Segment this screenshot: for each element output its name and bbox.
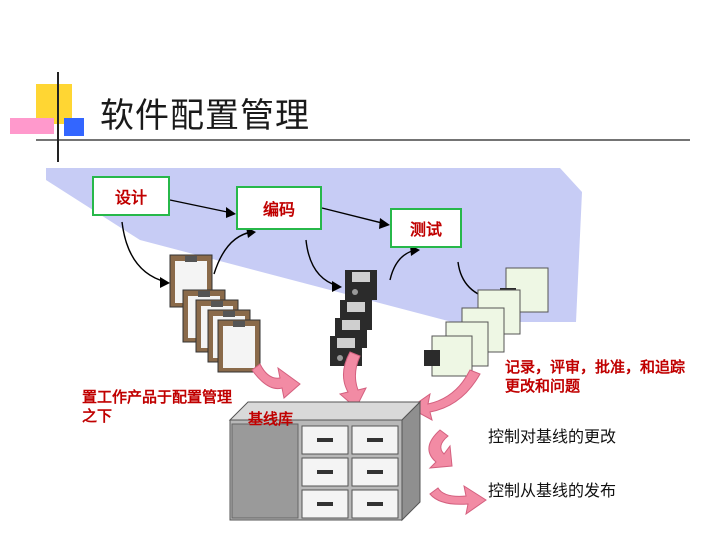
into-library-arrow-left [251,363,301,399]
config-control-label: 置工作产品于配置管理之下 [82,388,233,425]
record-track-label: 记录，评审，批准，和追踪更改和问题 [505,358,686,395]
control-change-label: 控制对基线的更改 [488,427,617,446]
change-request-arrow [409,369,481,421]
stage-coding: 编码 [236,186,322,230]
stage-design: 设计 [92,176,170,216]
logo-pink-block [10,118,54,134]
coding-to-testing-arrowhead [379,218,390,229]
clipboard-stack [169,254,261,373]
design-down-curve [121,221,167,283]
logo-yellow-block [36,84,72,124]
process-band [46,168,582,322]
baseline-library-label: 基线库 [248,410,294,428]
change-control-arrow [428,429,453,469]
stage-testing: 测试 [390,208,462,248]
page-title: 软件配置管理 [100,96,310,136]
release-arrow [429,484,487,516]
logo-blue-block [64,118,84,136]
design-to-coding-arrow [169,199,233,214]
design-down-arrowhead [160,277,170,288]
coding-to-testing-arrow [321,207,387,225]
test-document-stack [424,267,549,377]
design-to-coding-arrowhead [226,207,236,218]
into-library-arrow-middle [338,351,367,409]
coding-down-arrowhead [332,281,342,292]
baseline-library-cabinet [228,400,422,522]
control-release-label: 控制从基线的发布 [488,481,617,500]
